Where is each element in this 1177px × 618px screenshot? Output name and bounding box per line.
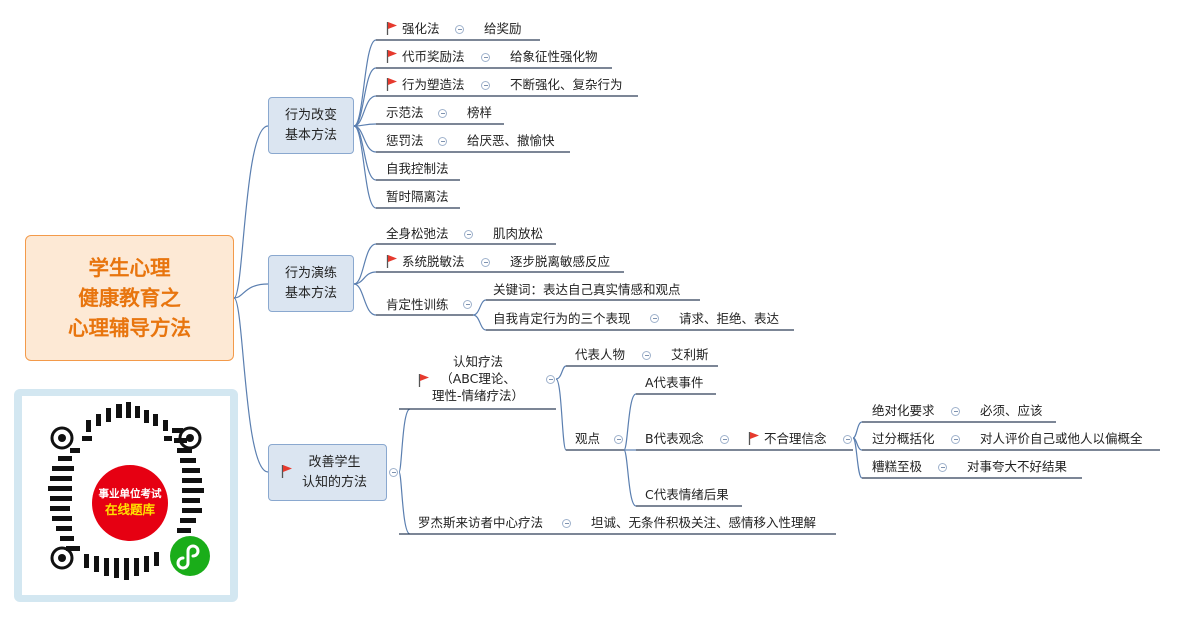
node-c-consequence[interactable]: C代表情绪后果 [645, 487, 729, 502]
branch-label: 改善学生 认知的方法 [301, 454, 367, 490]
node-detail[interactable]: 坦诚、无条件积极关注、感情移入性理解 [591, 515, 817, 530]
collapse-icon[interactable] [438, 109, 447, 118]
node-viewpoint[interactable]: 观点 [575, 431, 601, 446]
collapse-icon[interactable] [481, 81, 490, 90]
flag-icon [748, 432, 759, 445]
collapse-icon[interactable] [720, 435, 729, 444]
collapse-icon[interactable] [614, 435, 623, 444]
promo-line2: 在线题库 [104, 502, 155, 517]
branch-behavior-rehearsal[interactable]: 行为演练 基本方法 [268, 255, 354, 312]
collapse-icon[interactable] [951, 435, 960, 444]
collapse-icon[interactable] [951, 407, 960, 416]
node-detail[interactable]: 榜样 [467, 105, 493, 120]
collapse-icon[interactable] [843, 435, 852, 444]
node-time-out[interactable]: 暂时隔离法 [386, 189, 449, 204]
collapse-icon[interactable] [546, 375, 555, 384]
collapse-icon[interactable] [650, 314, 659, 323]
node-catastrophizing[interactable]: 糟糕至极 [872, 459, 923, 474]
node-detail[interactable]: 逐步脱离敏感反应 [510, 254, 611, 269]
node-b-belief[interactable]: B代表观念 [645, 431, 704, 446]
node-desensitization[interactable]: 系统脱敏法 [402, 254, 465, 269]
node-detail[interactable]: 对人评价自己或他人以偏概全 [980, 431, 1143, 446]
node-representative[interactable]: 代表人物 [575, 347, 626, 362]
branch-cognitive-improvement[interactable]: 改善学生 认知的方法 [268, 444, 387, 501]
node-detail[interactable]: 艾利斯 [671, 347, 709, 362]
node-relaxation[interactable]: 全身松弛法 [386, 226, 449, 241]
node-reinforcement[interactable]: 强化法 [402, 21, 440, 36]
node-absolute-demand[interactable]: 绝对化要求 [872, 403, 935, 418]
node-modeling[interactable]: 示范法 [386, 105, 424, 120]
root-topic[interactable]: 学生心理 健康教育之 心理辅导方法 [25, 235, 234, 361]
qr-center-badge: 事业单位考试 在线题库 [92, 465, 168, 541]
collapse-icon[interactable] [438, 137, 447, 146]
node-cognitive-therapy[interactable]: 认知疗法 （ABC理论、 理性-情绪疗法） [432, 354, 525, 403]
node-shaping[interactable]: 行为塑造法 [402, 77, 465, 92]
node-three-behaviors[interactable]: 自我肯定行为的三个表现 [493, 311, 631, 326]
node-detail[interactable]: 对事夸大不好结果 [967, 459, 1068, 474]
node-detail[interactable]: 给奖励 [484, 21, 522, 36]
collapse-icon[interactable] [389, 468, 398, 477]
node-a-event[interactable]: A代表事件 [645, 375, 704, 390]
flag-icon [281, 465, 292, 478]
node-irrational-belief[interactable]: 不合理信念 [764, 431, 827, 446]
qr-code-icon [48, 402, 204, 580]
node-punishment[interactable]: 惩罚法 [386, 133, 424, 148]
flag-icon [386, 255, 397, 268]
root-title: 学生心理 健康教育之 心理辅导方法 [68, 256, 191, 340]
collapse-icon[interactable] [455, 25, 464, 34]
flag-icon [386, 78, 397, 91]
flag-icon [386, 22, 397, 35]
qr-promo-card[interactable]: 事业单位考试 在线题库 [14, 389, 238, 602]
node-detail[interactable]: 给象征性强化物 [510, 49, 598, 64]
promo-line1: 事业单位考试 [98, 488, 162, 500]
node-detail[interactable]: 请求、拒绝、表达 [679, 311, 780, 326]
node-assertiveness[interactable]: 肯定性训练 [386, 297, 449, 312]
collapse-icon[interactable] [481, 53, 490, 62]
node-detail[interactable]: 不断强化、复杂行为 [510, 77, 623, 92]
flag-icon [418, 374, 429, 387]
collapse-icon[interactable] [481, 258, 490, 267]
collapse-icon[interactable] [562, 519, 571, 528]
mini-program-icon [170, 536, 210, 576]
collapse-icon[interactable] [464, 230, 473, 239]
node-rogers-therapy[interactable]: 罗杰斯来访者中心疗法 [418, 515, 544, 530]
collapse-icon[interactable] [938, 463, 947, 472]
flag-icon [386, 50, 397, 63]
collapse-icon[interactable] [463, 300, 472, 309]
node-token-economy[interactable]: 代币奖励法 [402, 49, 465, 64]
node-overgeneralization[interactable]: 过分概括化 [872, 431, 935, 446]
node-self-control[interactable]: 自我控制法 [386, 161, 449, 176]
branch-behavior-change[interactable]: 行为改变 基本方法 [268, 97, 354, 154]
collapse-icon[interactable] [642, 351, 651, 360]
branch-label: 行为演练 基本方法 [284, 265, 337, 301]
node-detail[interactable]: 必须、应该 [980, 403, 1043, 418]
qr-code-area: 事业单位考试 在线题库 [22, 396, 230, 595]
node-keyword[interactable]: 关键词：表达自己真实情感和观点 [493, 282, 681, 297]
node-detail[interactable]: 给厌恶、撤愉快 [467, 133, 555, 148]
branch-label: 行为改变 基本方法 [284, 107, 337, 143]
node-detail[interactable]: 肌肉放松 [493, 226, 544, 241]
